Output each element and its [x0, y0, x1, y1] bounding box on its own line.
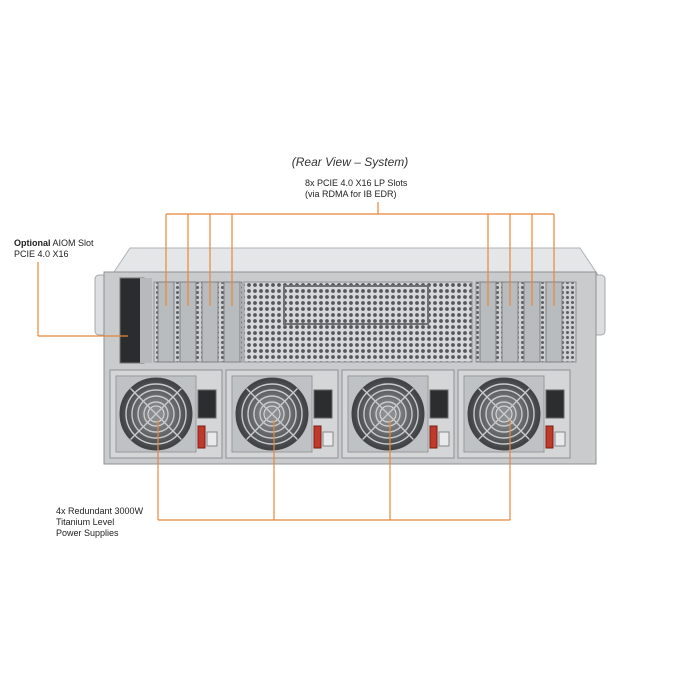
pcie-slots-callout-label: 8x PCIE 4.0 X16 LP Slots (via RDMA for I…: [305, 178, 455, 200]
fan-grill-icon: [119, 377, 193, 451]
psu-module: [225, 369, 339, 459]
psu-module: [457, 369, 571, 459]
release-latch: [545, 425, 554, 449]
power-inlet: [429, 389, 449, 419]
chassis-top: [111, 247, 599, 276]
status-label: [438, 431, 450, 447]
psu-callout-line3: Power Supplies: [56, 528, 119, 538]
fan-grill-icon: [235, 377, 309, 451]
psu-callout-line2: Titanium Level: [56, 517, 115, 527]
pcie-callout-line2: (via RDMA for IB EDR): [305, 189, 397, 199]
status-label: [322, 431, 334, 447]
pcie-slots-right: [475, 281, 577, 363]
release-latch: [313, 425, 322, 449]
pcie-slots-left: [153, 281, 243, 363]
fan-grill-icon: [351, 377, 425, 451]
status-label: [206, 431, 218, 447]
pcie-callout-line1: 8x PCIE 4.0 X16 LP Slots: [305, 178, 408, 188]
psu-callout-label: 4x Redundant 3000W Titanium Level Power …: [56, 506, 166, 539]
aiom-callout-bold: Optional: [14, 238, 51, 248]
status-label: [554, 431, 566, 447]
aiom-slot-callout-label: Optional AIOM Slot PCIE 4.0 X16: [14, 238, 124, 260]
psu-module: [109, 369, 223, 459]
power-inlet: [313, 389, 333, 419]
psu-module: [341, 369, 455, 459]
release-latch: [429, 425, 438, 449]
aiom-callout-line2: PCIE 4.0 X16: [14, 249, 69, 259]
aiom-callout-rest: AIOM Slot: [50, 238, 94, 248]
aiom-bracket: [140, 278, 152, 363]
release-latch: [197, 425, 206, 449]
fan-grill-icon: [467, 377, 541, 451]
callout-lines: [37, 202, 555, 521]
diagram-title: (Rear View – System): [291, 155, 409, 169]
power-supplies: [109, 369, 571, 459]
power-inlet: [545, 389, 565, 419]
psu-callout-line1: 4x Redundant 3000W: [56, 506, 144, 516]
center-vent-frame: [283, 285, 429, 325]
power-inlet: [197, 389, 217, 419]
